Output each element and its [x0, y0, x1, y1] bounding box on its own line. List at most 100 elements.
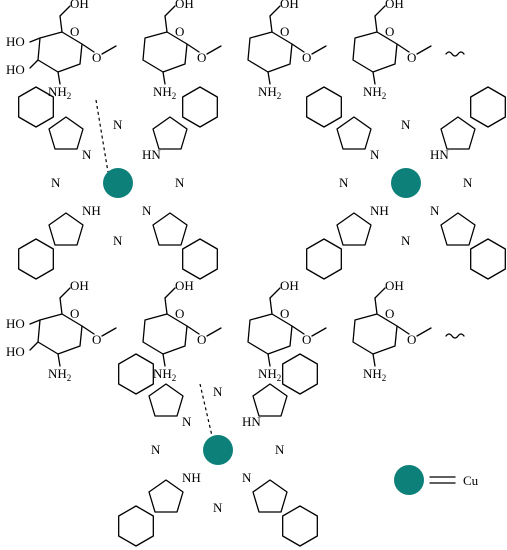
pyrrole-ring: [148, 479, 184, 513]
bridge-nitrogen-label: N: [339, 175, 349, 190]
bridge-nitrogen-label: N: [463, 175, 473, 190]
glycosidic-bond: [186, 43, 200, 53]
isoindole-unit: NH: [118, 470, 201, 547]
amine-label: NH2: [153, 366, 176, 383]
oh-bond: [29, 37, 41, 43]
pyrrole-nitrogen-label: N: [370, 147, 380, 162]
hydroxyl-label: OH: [385, 0, 404, 11]
pyrrole-ring: [152, 212, 188, 246]
oh-bond: [29, 59, 39, 69]
bridge-nitrogen-label: N: [51, 175, 61, 190]
coordination-dashed-line: [199, 383, 213, 437]
amine-label: NH2: [363, 366, 386, 383]
glycosidic-bond: [186, 325, 200, 335]
hydroxyl-label: OH: [280, 0, 299, 11]
pyrrole-nitrogen-label: HN: [242, 414, 261, 429]
bridge-nitrogen-label: N: [213, 500, 223, 515]
copper-center: [203, 435, 233, 465]
hydroxyl-label: HO: [6, 316, 25, 331]
pyrrole-nitrogen-label: N: [142, 203, 152, 218]
ch2-bond: [269, 15, 273, 33]
legend-copper-circle: [394, 465, 424, 495]
bridge-nitrogen-label: N: [401, 117, 411, 132]
benzene-ring: [118, 505, 154, 547]
benzene-ring: [306, 86, 342, 128]
legend: Cu: [394, 465, 479, 495]
bridge-nitrogen-label: N: [175, 175, 185, 190]
chain-terminal-wave: [445, 51, 465, 57]
hydroxyl-label: OH: [175, 0, 194, 11]
amine-label: NH2: [48, 366, 71, 383]
ch2-bond: [59, 297, 63, 315]
bridge-nitrogen-label: N: [275, 442, 285, 457]
glycosidic-oxygen-label: O: [197, 50, 206, 65]
amine-bond: [372, 353, 376, 367]
oh-bond: [29, 341, 39, 351]
pyrrole-ring: [336, 212, 372, 246]
isoindole-unit: N: [118, 353, 192, 429]
pyrrole-ring: [336, 116, 372, 150]
pyrrole-ring: [148, 383, 184, 417]
glycosidic-bond: [416, 327, 432, 337]
ring-oxygen-label: O: [385, 24, 394, 39]
hydroxyl-label: OH: [280, 278, 299, 293]
ring-oxygen-label: O: [280, 306, 289, 321]
isoindole-unit: N: [142, 203, 218, 280]
pyrrole-nitrogen-label: NH: [82, 203, 101, 218]
ring-oxygen-label: O: [70, 24, 79, 39]
amine-label: NH2: [153, 84, 176, 101]
glycosidic-bond: [291, 43, 305, 53]
oh-bond: [29, 319, 41, 325]
glycosidic-bond: [396, 325, 410, 335]
isoindole-unit: NH: [306, 203, 389, 280]
bridge-nitrogen-label: N: [151, 442, 161, 457]
pyrrole-ring: [48, 116, 84, 150]
glycosidic-bond: [311, 45, 327, 55]
benzene-ring: [18, 86, 54, 128]
pyrrole-nitrogen-label: N: [242, 470, 252, 485]
ch2-bond: [164, 5, 176, 17]
pyrrole-ring: [440, 116, 476, 150]
ch2-bond: [164, 15, 168, 33]
ring-oxygen-label: O: [280, 24, 289, 39]
legend-copper-label: Cu: [463, 473, 479, 488]
bridge-nitrogen-label: N: [213, 384, 223, 399]
ch2-bond: [269, 287, 281, 299]
hydroxyl-label: OH: [175, 278, 194, 293]
glycosidic-bond: [81, 43, 95, 53]
pyrrole-nitrogen-label: N: [182, 414, 192, 429]
benzene-ring: [306, 238, 342, 280]
ring-oxygen-label: O: [385, 306, 394, 321]
glycosidic-bond: [81, 325, 95, 335]
glycosidic-bond: [396, 43, 410, 53]
isoindole-unit: N: [430, 203, 506, 280]
ring-oxygen-label: O: [175, 306, 184, 321]
coordination-dashed-line: [95, 99, 109, 173]
pyrrole-ring: [252, 383, 288, 417]
glycosidic-oxygen-label: O: [92, 332, 101, 347]
benzene-ring: [470, 238, 506, 280]
amine-bond: [162, 71, 166, 85]
amine-bond: [267, 71, 271, 85]
benzene-ring: [282, 353, 318, 395]
ch2-bond: [59, 287, 71, 299]
copper-center: [103, 168, 133, 198]
amine-label: NH2: [363, 84, 386, 101]
pyrrole-nitrogen-label: N: [82, 147, 92, 162]
benzene-ring: [470, 86, 506, 128]
benzene-ring: [182, 86, 218, 128]
isoindole-unit: HN: [242, 353, 318, 429]
benzene-ring: [182, 238, 218, 280]
glycosidic-bond: [206, 327, 222, 337]
ch2-bond: [164, 297, 168, 315]
